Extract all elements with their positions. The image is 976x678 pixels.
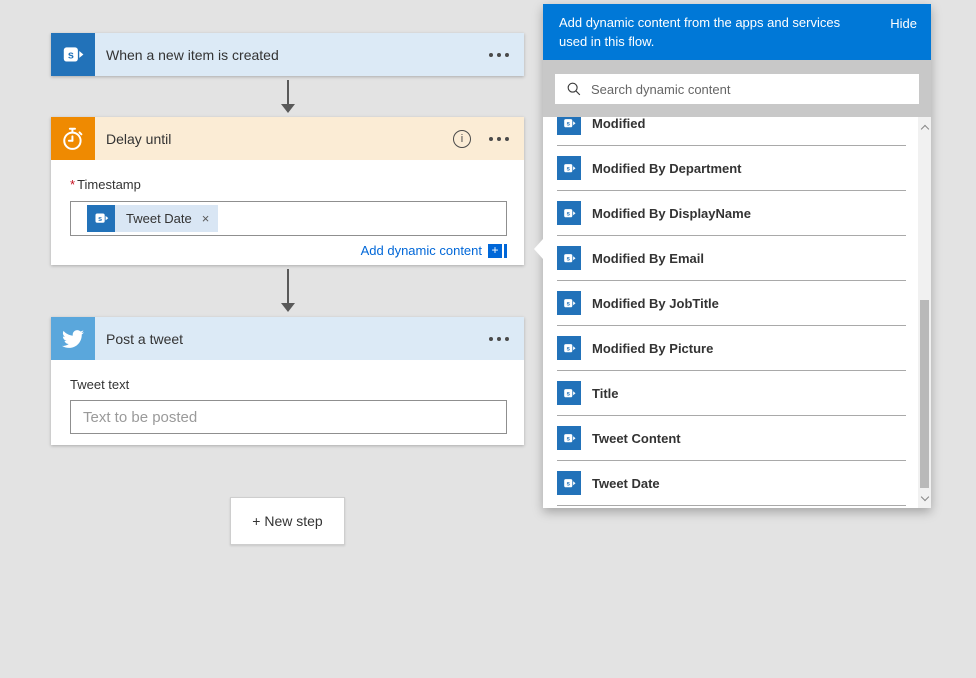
tweet-card-body: Tweet text xyxy=(51,360,524,445)
token-label: Tweet Date xyxy=(126,211,192,226)
connector-line xyxy=(287,80,289,105)
timestamp-input[interactable]: s Tweet Date × xyxy=(70,201,507,236)
svg-text:s: s xyxy=(98,215,102,223)
sharepoint-icon: s xyxy=(557,381,581,405)
search-icon xyxy=(566,81,582,97)
dynamic-content-item-modified-by-jobtitle[interactable]: s Modified By JobTitle xyxy=(557,281,906,326)
item-label: Tweet Date xyxy=(592,475,660,491)
panel-header: Add dynamic content from the apps and se… xyxy=(543,4,931,60)
arrow-down-icon xyxy=(281,303,295,312)
tweet-card: Post a tweet Tweet text xyxy=(51,317,524,445)
flow-connector-arrow xyxy=(281,269,295,312)
item-label: Title xyxy=(592,385,619,401)
search-box[interactable] xyxy=(555,74,919,104)
dynamic-content-item-title[interactable]: s Title xyxy=(557,371,906,416)
hide-button[interactable]: Hide xyxy=(890,16,917,31)
delay-card: Delay until *Timestamp s Tweet Dat xyxy=(51,117,524,265)
item-label: Modified By JobTitle xyxy=(592,295,719,311)
item-label: Modified By Email xyxy=(592,250,704,266)
add-dynamic-content-link[interactable]: Add dynamic content xyxy=(360,243,482,258)
delay-card-header[interactable]: Delay until xyxy=(51,117,524,160)
sharepoint-icon: s xyxy=(557,426,581,450)
dynamic-content-item-modified-by-picture[interactable]: s Modified By Picture xyxy=(557,326,906,371)
svg-text:s: s xyxy=(566,435,570,442)
required-asterisk: * xyxy=(70,177,76,192)
twitter-icon xyxy=(51,317,95,360)
trigger-card: s When a new item is created xyxy=(51,33,524,76)
delay-menu-button[interactable] xyxy=(487,133,511,145)
search-dynamic-content-input[interactable] xyxy=(591,74,911,104)
new-step-button[interactable]: + New step xyxy=(230,497,345,545)
delay-card-title: Delay until xyxy=(106,130,172,147)
tweet-card-header[interactable]: Post a tweet xyxy=(51,317,524,360)
stopwatch-icon xyxy=(51,117,95,160)
svg-text:s: s xyxy=(566,300,570,307)
tweet-text-field-label: Tweet text xyxy=(70,377,130,392)
trigger-card-title: When a new item is created xyxy=(106,46,279,63)
sharepoint-icon: s xyxy=(51,33,95,76)
tweet-text-input[interactable] xyxy=(70,400,507,434)
chevron-up-icon xyxy=(920,124,929,133)
svg-text:s: s xyxy=(566,120,570,127)
sharepoint-icon: s xyxy=(557,156,581,180)
connector-line xyxy=(287,269,289,304)
dynamic-content-item-modified-by-department[interactable]: s Modified By Department xyxy=(557,146,906,191)
panel-callout-notch xyxy=(534,239,543,259)
item-label: Modified xyxy=(592,117,646,131)
tweet-date-token[interactable]: s Tweet Date × xyxy=(87,205,219,232)
panel-search-strip xyxy=(543,60,931,117)
svg-text:s: s xyxy=(566,480,570,487)
flow-connector-arrow xyxy=(281,80,295,113)
sharepoint-icon: s xyxy=(557,117,581,135)
scroll-down-button[interactable] xyxy=(918,491,931,505)
sharepoint-icon: s xyxy=(557,471,581,495)
svg-text:s: s xyxy=(566,390,570,397)
item-label: Tweet Content xyxy=(592,430,681,446)
panel-scrollbar[interactable] xyxy=(918,117,931,508)
add-dynamic-content-plus-icon[interactable]: + xyxy=(488,243,507,258)
dynamic-content-item-tweet-date[interactable]: s Tweet Date xyxy=(557,461,906,506)
dynamic-content-item-modified[interactable]: s Modified xyxy=(557,117,906,146)
dynamic-content-panel: Add dynamic content from the apps and se… xyxy=(534,4,931,508)
tweet-menu-button[interactable] xyxy=(487,333,511,345)
chevron-down-icon xyxy=(920,492,929,501)
svg-text:s: s xyxy=(566,165,570,172)
info-icon[interactable] xyxy=(453,129,471,148)
svg-text:s: s xyxy=(566,345,570,352)
svg-text:s: s xyxy=(68,49,74,61)
item-label: Modified By DisplayName xyxy=(592,205,751,221)
ellipsis-icon xyxy=(489,52,493,57)
tweet-card-title: Post a tweet xyxy=(106,330,184,347)
ellipsis-icon xyxy=(489,136,493,141)
sharepoint-icon: s xyxy=(557,246,581,270)
item-label: Modified By Picture xyxy=(592,340,714,356)
dynamic-content-item-tweet-content[interactable]: s Tweet Content xyxy=(557,416,906,461)
svg-text:s: s xyxy=(566,255,570,262)
sharepoint-icon: s xyxy=(557,201,581,225)
svg-text:s: s xyxy=(566,210,570,217)
timestamp-field-label: *Timestamp xyxy=(70,177,141,192)
ellipsis-icon xyxy=(489,336,493,341)
scroll-up-button[interactable] xyxy=(918,120,931,134)
sharepoint-icon: s xyxy=(87,205,115,232)
sharepoint-icon: s xyxy=(557,336,581,360)
item-label: Modified By Department xyxy=(592,160,742,176)
delay-card-body: *Timestamp s Tweet Date × Add dynamic co… xyxy=(51,160,524,265)
dynamic-content-item-modified-by-displayname[interactable]: s Modified By DisplayName xyxy=(557,191,906,236)
panel-header-message: Add dynamic content from the apps and se… xyxy=(559,15,841,49)
remove-token-icon[interactable]: × xyxy=(201,211,210,226)
dynamic-content-item-modified-by-email[interactable]: s Modified By Email xyxy=(557,236,906,281)
scrollbar-thumb[interactable] xyxy=(920,300,929,488)
trigger-card-header[interactable]: s When a new item is created xyxy=(51,33,524,76)
trigger-menu-button[interactable] xyxy=(487,49,511,61)
arrow-down-icon xyxy=(281,104,295,113)
dynamic-content-list: s Modified s Modified By Department s Mo… xyxy=(543,117,931,508)
sharepoint-icon: s xyxy=(557,291,581,315)
